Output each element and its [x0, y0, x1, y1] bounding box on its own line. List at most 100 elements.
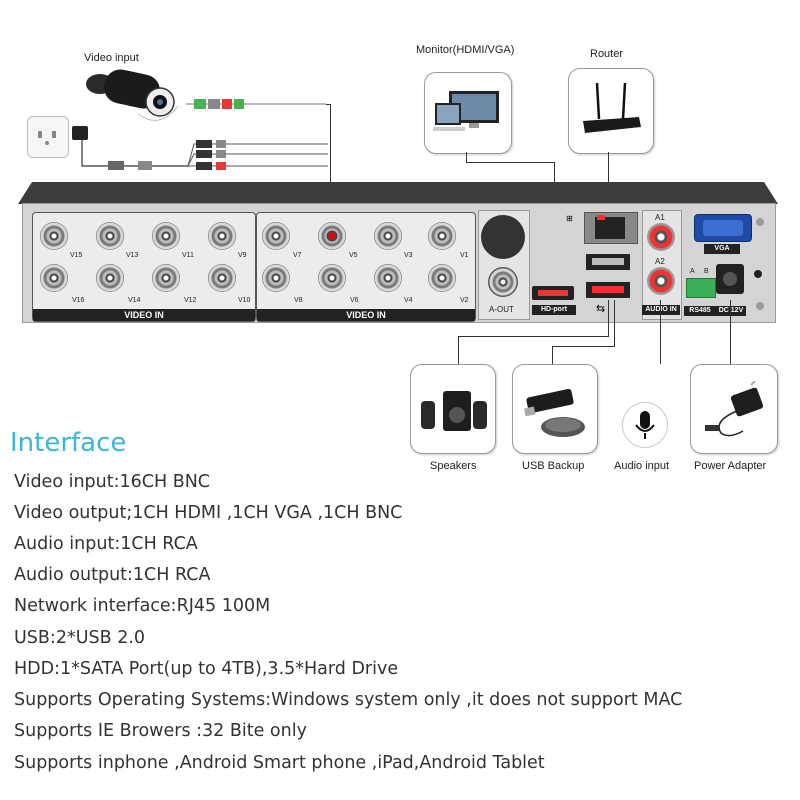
usb-port-1-inner: [592, 258, 624, 265]
mouse-icon: [541, 417, 585, 437]
spec-line: HDD:1*SATA Port(up to 4TB),3.5*Hard Driv…: [14, 659, 399, 679]
ch-label: V4: [404, 297, 413, 304]
audio-in-label: AUDIO IN: [642, 305, 680, 315]
router-box: [568, 68, 654, 154]
hd-port-label: HD-port: [532, 305, 576, 315]
ch-label: V8: [294, 297, 303, 304]
ch-label: V16: [72, 297, 85, 304]
panel-screw: [756, 218, 764, 226]
power-adapter-label: Power Adapter: [694, 460, 767, 472]
ch-label: V12: [184, 297, 197, 304]
power-adapter-box: [690, 364, 778, 454]
bnc-v11[interactable]: [152, 222, 180, 250]
router-icon: [579, 79, 643, 141]
spec-line: Audio input:1CH RCA: [14, 534, 198, 554]
bnc-v4[interactable]: [374, 264, 402, 292]
ch-label: V5: [349, 252, 358, 259]
bnc-v3[interactable]: [374, 222, 402, 250]
hdmi-port[interactable]: [532, 286, 574, 300]
a-out-label: A-OUT: [489, 305, 514, 314]
bnc-v14[interactable]: [96, 264, 124, 292]
audio-line: [660, 300, 661, 364]
audio-input-label: Audio input: [614, 460, 670, 472]
usb-port-1[interactable]: [586, 254, 630, 270]
bnc-v5[interactable]: [318, 222, 346, 250]
usb-symbol-icon: ⇆: [596, 302, 606, 315]
usb-port-2[interactable]: [586, 282, 630, 298]
rj45-port[interactable]: [584, 212, 638, 244]
usb-line-v: [552, 346, 553, 364]
hdmi-port-highlight: [538, 290, 568, 296]
monitor-line-a: [466, 152, 467, 162]
monitor-box: [424, 72, 512, 154]
rs485-label: RS485: [684, 306, 716, 316]
bnc-v13[interactable]: [96, 222, 124, 250]
rca-a2[interactable]: [647, 267, 675, 295]
camera-cable-connectors: [186, 96, 326, 112]
rs485-b-label: B: [704, 268, 709, 275]
bnc-v12[interactable]: [152, 264, 180, 292]
bnc-v2[interactable]: [428, 264, 456, 292]
a-out-section: A-OUT: [478, 210, 530, 320]
panel-screw: [756, 302, 764, 310]
bnc-v8[interactable]: [262, 264, 290, 292]
camera-icon: [82, 66, 182, 128]
ch-label: V14: [128, 297, 141, 304]
speakers-line-h: [458, 336, 608, 337]
bnc-v9[interactable]: [208, 222, 236, 250]
fan-vent: [481, 215, 525, 259]
bnc-v7[interactable]: [262, 222, 290, 250]
bnc-v10[interactable]: [208, 264, 236, 292]
network-icon: ⊞: [566, 214, 573, 223]
dvr-top-cover: [18, 182, 778, 204]
speakers-line-v: [458, 336, 459, 364]
spec-line: Network interface:RJ45 100M: [14, 596, 271, 616]
bnc-v6[interactable]: [318, 264, 346, 292]
usb-line-up: [614, 300, 615, 347]
speakers-line-up: [608, 300, 609, 337]
bnc-v16[interactable]: [40, 264, 68, 292]
power-adapter-icon: [703, 380, 767, 441]
bnc-v15[interactable]: [40, 222, 68, 250]
dc-power-jack[interactable]: [716, 264, 744, 294]
usb-line-h: [552, 346, 614, 347]
dc-jack-inner: [723, 272, 737, 286]
monitor-line-b: [466, 162, 554, 163]
ch-label: V1: [460, 252, 469, 259]
bnc-a-out[interactable]: [488, 267, 518, 297]
bnc-v1[interactable]: [428, 222, 456, 250]
vga-port[interactable]: [694, 214, 752, 242]
ch-label: V3: [404, 252, 413, 259]
ch-label: V2: [460, 297, 469, 304]
rj45-socket: [595, 217, 625, 239]
usb-backup-icons: [523, 385, 587, 441]
interface-title: Interface: [10, 428, 127, 458]
rca-a1[interactable]: [647, 223, 675, 251]
power-outlet-icon: [27, 116, 69, 158]
spec-line: Video output;1CH HDMI ,1CH VGA ,1CH BNC: [14, 503, 403, 523]
ch-label: V9: [238, 252, 247, 259]
rs485-a-label: A: [690, 268, 695, 275]
usb-drive-icon: [524, 388, 574, 417]
camera-connection-tick: [326, 104, 331, 105]
ch-label: V6: [350, 297, 359, 304]
dc12v-label: DC 12V: [716, 306, 746, 316]
rs485-terminal[interactable]: [686, 278, 716, 298]
rj45-led: [597, 215, 605, 220]
camera-connection-line: [330, 104, 331, 234]
spec-line: Supports inphone ,Android Smart phone ,i…: [14, 753, 545, 773]
spec-line: Audio output:1CH RCA: [14, 565, 211, 585]
usb-port-2-inner: [592, 286, 624, 293]
microphone-icon: [622, 402, 668, 448]
speakers-label: Speakers: [430, 460, 477, 472]
ch-label: V7: [293, 252, 302, 259]
ground-screw: [754, 270, 762, 278]
usb-backup-label: USB Backup: [522, 460, 585, 472]
video-input-label: Video input: [84, 52, 139, 64]
spec-line: USB:2*USB 2.0: [14, 628, 146, 648]
power-line: [730, 300, 731, 364]
ch-label: V13: [126, 252, 139, 259]
ch-label: V10: [238, 297, 251, 304]
vga-label: VGA: [704, 244, 740, 254]
a1-label: A1: [655, 213, 665, 222]
